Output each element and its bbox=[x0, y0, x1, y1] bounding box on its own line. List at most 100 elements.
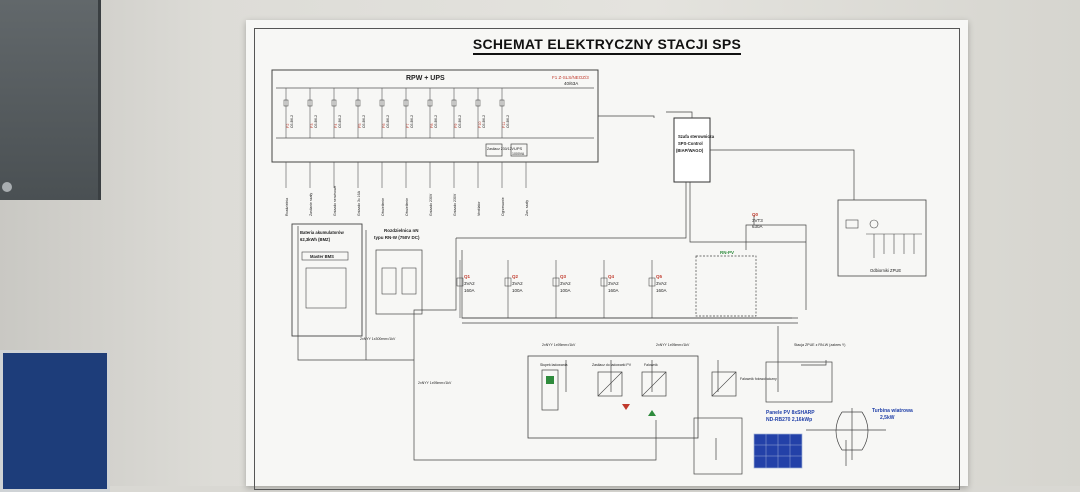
scada-vendor: (BIAP/WAGO) bbox=[676, 148, 704, 153]
breaker-symbol bbox=[475, 99, 481, 107]
feeder-symbol bbox=[552, 277, 560, 287]
breaker-spec: C6-B6-2 bbox=[314, 115, 318, 128]
feeder-spec: 3VA2 bbox=[512, 281, 523, 286]
feeder-spec: 3VA2 bbox=[464, 281, 475, 286]
board-title-text: SCHEMAT ELEKTRYCZNY STACJI SPS bbox=[472, 36, 742, 55]
feeder-rating: 160A bbox=[608, 288, 619, 293]
breaker-spec: C6-B6-2 bbox=[290, 115, 294, 128]
pv-name: Panele PV 8xSHARP bbox=[766, 410, 815, 416]
battery-name: Bateria akumulatorów bbox=[300, 230, 344, 235]
board-title: SCHEMAT ELEKTRYCZNY STACJI SPS bbox=[246, 36, 968, 55]
breaker-symbol bbox=[379, 99, 385, 107]
breaker-symbol bbox=[283, 99, 289, 107]
fuse-label: F1 Z-SLS/NEOZ/3 bbox=[552, 75, 589, 80]
breaker-spec: C6-B6-2 bbox=[482, 115, 486, 128]
cable-labels: 2xNYY 1x300mm²/1kV 2xNYY 1x95mm²/1kV 2xN… bbox=[360, 337, 690, 385]
breaker-code: F6 bbox=[382, 124, 386, 128]
zpue-station: Stacja ZPUE z RN-W (zakres Y) bbox=[794, 343, 845, 347]
feeder-code: Q2 bbox=[512, 274, 519, 279]
turbine-name: Turbina wiatrowa bbox=[872, 408, 913, 414]
feeder-rating: 100A bbox=[560, 288, 571, 293]
ups-rating: 1000VA bbox=[512, 152, 525, 156]
battery-capacity: 62,3kWh (BMZ) bbox=[300, 237, 331, 242]
turbine-icon bbox=[835, 408, 869, 460]
feeder-code: Q4 bbox=[608, 274, 615, 279]
feeder-symbol bbox=[648, 277, 656, 287]
breaker-code: F5 bbox=[358, 124, 362, 128]
breaker-symbol bbox=[499, 99, 505, 107]
breaker-symbol bbox=[403, 99, 409, 107]
breaker-spec: C6-B6-2 bbox=[386, 115, 390, 128]
q0-code: Q0 bbox=[752, 212, 759, 217]
breaker-code: F3 bbox=[310, 124, 314, 128]
device-3: Falownik fotowoltaiczny bbox=[740, 377, 777, 381]
outgoing-label: Gniazdo 230V bbox=[453, 193, 457, 216]
outgoing-label: Zasilanie szafy bbox=[309, 193, 313, 216]
cabinet-hinge-icon bbox=[2, 182, 12, 192]
rn-pv-right bbox=[693, 361, 833, 475]
breaker-code: F7 bbox=[406, 124, 410, 128]
outgoing-label: Zas. szafy bbox=[525, 200, 529, 216]
pv-panel: Panele PV 8xSHARP ND-RB270 2,16kWp bbox=[753, 410, 815, 469]
pv-model: ND-RB270 2,16kWp bbox=[766, 417, 812, 423]
dist-type: typu RN-W (750V DC) bbox=[374, 235, 420, 240]
arrow-up-icon bbox=[648, 410, 656, 416]
breaker-spec: C6-B6-2 bbox=[410, 115, 414, 128]
outgoing-label: Ventilator bbox=[477, 201, 481, 216]
wiring bbox=[297, 111, 886, 466]
breaker-spec: C6-B6-2 bbox=[458, 115, 462, 128]
breaker-symbol bbox=[331, 99, 337, 107]
outgoing-label: Oświetlenie bbox=[381, 198, 385, 216]
breaker-code: F11 bbox=[502, 122, 506, 128]
wind-turbine: Turbina wiatrowa 2,5kW bbox=[835, 408, 913, 460]
q0-rating: 630A bbox=[752, 224, 763, 229]
battery-bms: Master BMS bbox=[310, 254, 334, 259]
zpue-panel: Odbiorniki ZPUE Stacja ZPUE z RN-W (zakr… bbox=[794, 199, 927, 347]
dist-name: Rozdzielnica nN bbox=[384, 228, 419, 233]
breaker-symbol bbox=[355, 99, 361, 107]
rpw-label: RPW + UPS bbox=[406, 75, 445, 82]
breaker-symbol bbox=[307, 99, 313, 107]
feeder-rating: 160A bbox=[656, 288, 667, 293]
device-1: Zasilacz do ładowarki PV bbox=[592, 363, 632, 367]
breaker-symbol bbox=[451, 99, 457, 107]
breaker-code: F10 bbox=[478, 121, 482, 128]
feeder-symbol bbox=[600, 277, 608, 287]
feeder-code: Q1 bbox=[464, 274, 471, 279]
breaker-spec: C6-B6-2 bbox=[506, 115, 510, 128]
zasilacz-label: Zasilacz 230/12V bbox=[487, 147, 515, 151]
arrow-down-icon bbox=[622, 404, 630, 410]
outgoing-label: Gniazdo 3x 16A bbox=[357, 190, 361, 216]
turbine-power: 2,5kW bbox=[880, 415, 895, 421]
scada-name: Szafa sterownicza bbox=[678, 134, 715, 139]
electrical-cabinet bbox=[0, 0, 101, 200]
monitor-screen bbox=[0, 350, 110, 492]
feeder-group: Q1 3VA2 160A Q2 3VA2 100A Q3 3VA2 100A Q4 3VA2 160A… bbox=[456, 260, 667, 318]
feeder-spec: 3VA2 bbox=[608, 281, 619, 286]
feeder-code: Q5 bbox=[656, 274, 663, 279]
scada-cabinet: Szafa sterownicza SPS-Control (BIAP/WAGO… bbox=[673, 117, 715, 183]
outgoing-label: Oświetlenie bbox=[405, 198, 409, 216]
breaker-spec: C6-B6-2 bbox=[362, 115, 366, 128]
main-switch-q0: Q0 3VT3 630A bbox=[752, 212, 763, 229]
breaker-code: F4 bbox=[334, 124, 338, 128]
breaker-spec: C6-B6-2 bbox=[338, 115, 342, 128]
cable-0: 2xNYY 1x300mm²/1kV bbox=[360, 337, 396, 341]
device-2: Falownik bbox=[644, 363, 658, 367]
zpue-label: Odbiorniki ZPUE bbox=[870, 268, 901, 273]
outgoing-label: Rozdzielnia bbox=[285, 198, 289, 216]
breaker-code: F8 bbox=[430, 124, 434, 128]
cable-1: 2xNYY 1x95mm²/1kV bbox=[542, 343, 576, 347]
feeder-spec: 3VA2 bbox=[656, 281, 667, 286]
breaker-spec: C6-B6-2 bbox=[434, 115, 438, 128]
feeder-code: Q3 bbox=[560, 274, 567, 279]
cable-2: 2xNYY 1x95mm²/1kV bbox=[656, 343, 690, 347]
device-row: Słupek ładowania Zasilacz do ładowarki P… bbox=[527, 355, 777, 439]
feeder-rating: 100A bbox=[512, 288, 523, 293]
battery-panel: Bateria akumulatorów 62,3kWh (BMZ) Maste… bbox=[291, 223, 363, 337]
breaker-code: F2 bbox=[286, 124, 290, 128]
